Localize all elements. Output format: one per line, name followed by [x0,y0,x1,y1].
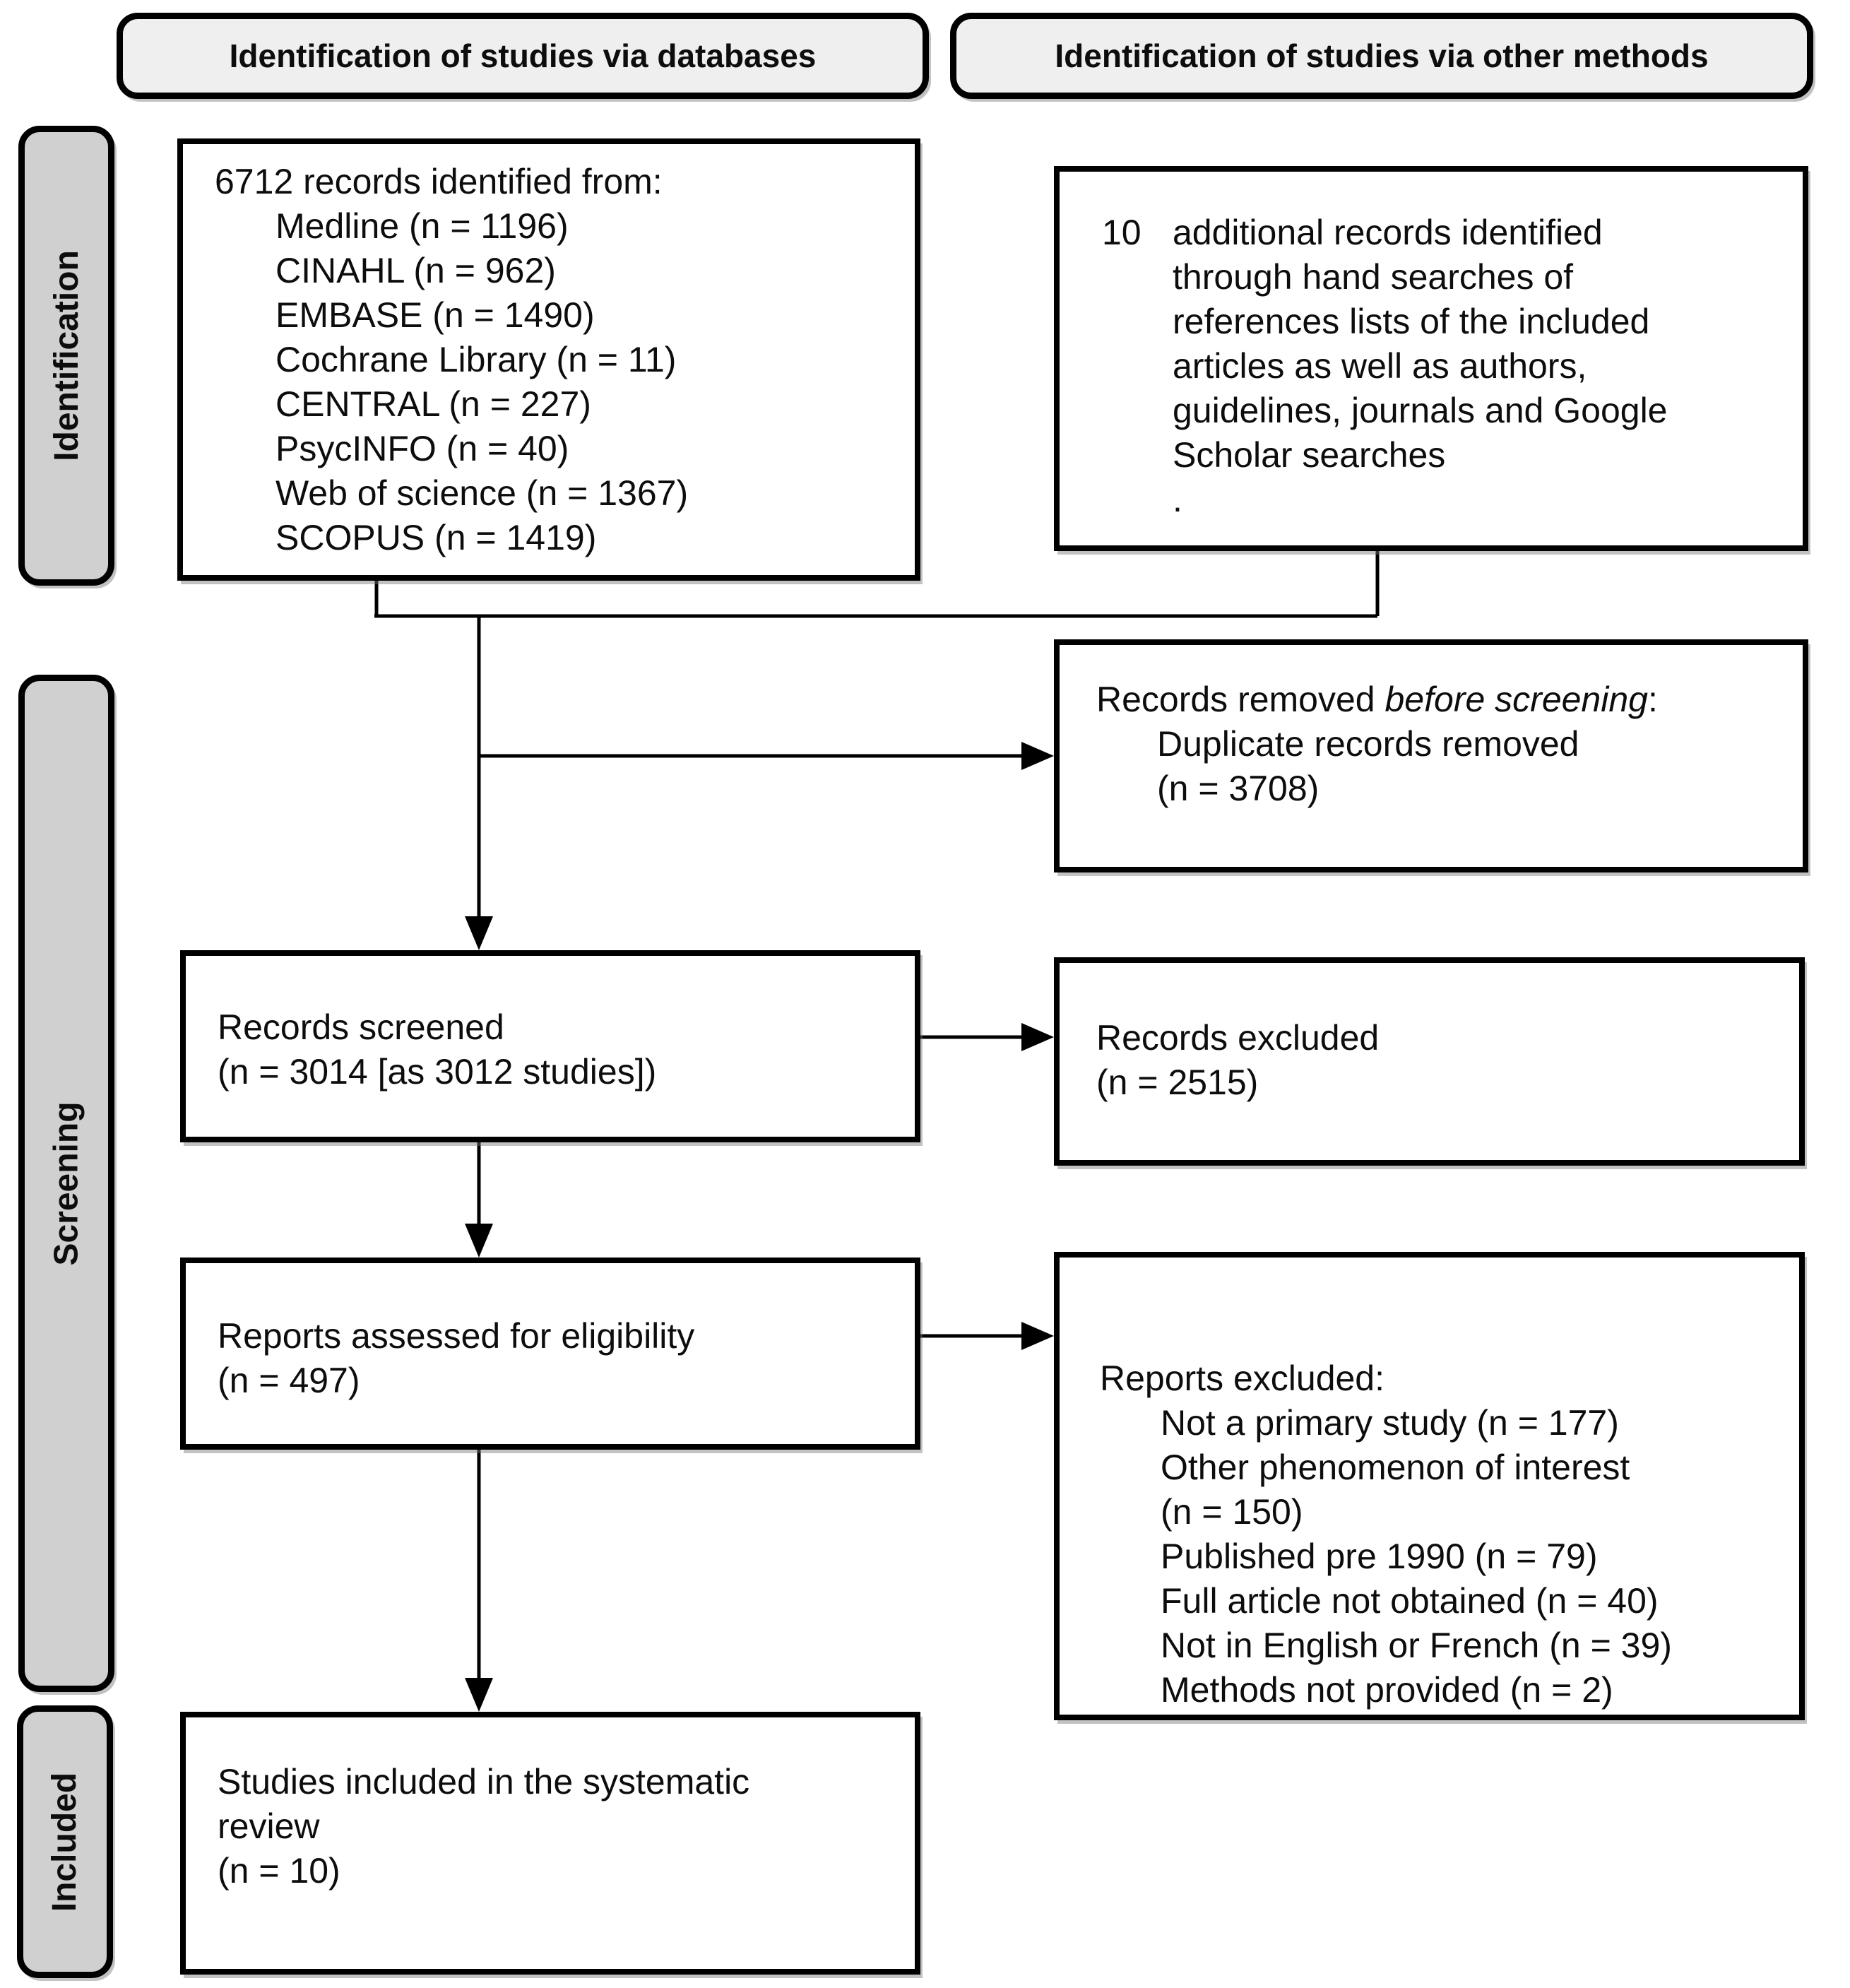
box-records-screened: Records screened (n = 3014 [as 3012 stud… [180,950,920,1142]
records-excluded-label: Records excluded [1096,1018,1380,1058]
stage-label-screening-text: Screening [47,1101,85,1266]
stage-label-included-text: Included [46,1772,84,1912]
box-studies-included: Studies included in the systematic revie… [180,1712,920,1975]
reports-assessed-label: Reports assessed for eligibility [218,1316,695,1356]
records-identified-source-list: Medline (n = 1196) CINAHL (n = 962) EMBA… [275,204,902,560]
studies-included-label-line2: review [218,1806,320,1846]
records-removed-title-suffix: : [1647,680,1658,719]
box-records-removed: Records removed before screening: Duplic… [1054,639,1808,872]
source-item: EMBASE (n = 1490) [275,295,595,335]
stage-label-included: Included [17,1705,113,1978]
exclusion-reason: Other phenomenon of interest [1161,1448,1630,1487]
header-via-other-methods: Identification of studies via other meth… [950,13,1813,99]
source-item: PsycINFO (n = 40) [275,429,569,468]
source-item: Cochrane Library (n = 11) [275,340,677,379]
exclusion-reason-count: (n = 150) [1161,1492,1303,1532]
additional-records-line: additional records identified [1173,213,1603,252]
additional-records-line: articles as well as authors, [1173,346,1587,386]
additional-records-line: references lists of the included [1173,302,1650,341]
additional-records-lines: additional records identified through ha… [1173,211,1668,522]
box-records-identified: 6712 records identified from: Medline (n… [177,138,920,581]
records-removed-detail: Duplicate records removed (n = 3708) [1157,722,1790,811]
source-item: CINAHL (n = 962) [275,251,556,290]
box-records-excluded: Records excluded (n = 2515) [1054,957,1805,1166]
header-via-databases: Identification of studies via databases [117,13,929,99]
source-item: SCOPUS (n = 1419) [275,518,597,557]
exclusion-reason: Published pre 1990 (n = 79) [1161,1537,1598,1576]
source-item: Medline (n = 1196) [275,206,569,246]
source-item: CENTRAL (n = 227) [275,384,591,424]
additional-records-count: 10 [1102,213,1142,252]
records-removed-count: (n = 3708) [1157,769,1320,808]
additional-records-text: 10 additional records identified through… [1102,211,1790,522]
records-removed-item: Duplicate records removed [1157,724,1579,764]
reports-excluded-title: Reports excluded: [1100,1359,1385,1398]
additional-records-line: Scholar searches [1173,435,1446,475]
header-via-databases-label: Identification of studies via databases [229,37,817,74]
records-removed-title-prefix: Records removed [1096,680,1385,719]
box-additional-records: 10 additional records identified through… [1054,166,1808,551]
records-screened-count: (n = 3014 [as 3012 studies]) [218,1052,657,1091]
exclusion-reason: Not a primary study (n = 177) [1161,1403,1619,1443]
additional-records-line: guidelines, journals and Google [1173,391,1668,430]
records-removed-title: Records removed before screening: [1096,678,1790,722]
records-excluded-count: (n = 2515) [1096,1063,1259,1102]
arrowhead-to-screened [465,916,493,950]
header-via-other-methods-label: Identification of studies via other meth… [1055,37,1709,74]
reports-assessed-count: (n = 497) [218,1361,360,1400]
arrowhead-to-records-excluded [1021,1023,1054,1051]
exclusion-reason: Methods not provided (n = 2) [1161,1670,1613,1710]
stage-label-identification-text: Identification [47,250,85,461]
studies-included-label-line1: Studies included in the systematic [218,1762,750,1801]
additional-records-line: through hand searches of [1173,257,1574,297]
arrowhead-to-removed [1021,742,1054,770]
box-reports-excluded: Reports excluded: Not a primary study (n… [1054,1252,1805,1720]
stage-label-identification: Identification [18,126,114,586]
stage-label-screening: Screening [18,675,114,1692]
additional-records-footnote-dot: . [1173,480,1182,519]
reports-excluded-reason-list: Not a primary study (n = 177) Other phen… [1161,1401,1786,1712]
studies-included-count: (n = 10) [218,1851,340,1891]
records-removed-title-italic: before screening [1384,680,1648,719]
arrowhead-to-reports-excluded [1021,1322,1054,1350]
source-item: Web of science (n = 1367) [275,473,689,513]
exclusion-reason: Full article not obtained (n = 40) [1161,1581,1659,1621]
exclusion-reason: Not in English or French (n = 39) [1161,1626,1672,1665]
arrowhead-to-assessed [465,1224,493,1258]
records-screened-label: Records screened [218,1007,504,1047]
records-identified-title: 6712 records identified from: [215,162,663,201]
arrowhead-to-included [465,1678,493,1712]
box-reports-assessed: Reports assessed for eligibility (n = 49… [180,1258,920,1450]
